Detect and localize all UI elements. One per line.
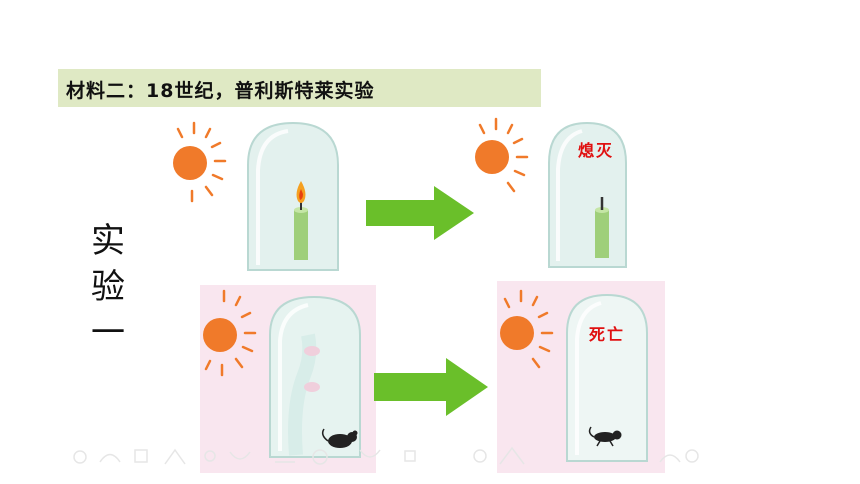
plant-icon [288,333,320,456]
bell-jar-icon [247,121,339,271]
bell-jar-icon [269,295,361,458]
candle-jar-after: 熄灭 [472,115,642,275]
candle-jar-before [170,115,370,275]
extinguished-label: 熄灭 [578,141,615,160]
sun-icon [500,289,554,369]
arrow-candle [366,186,476,244]
mouse-icon [321,428,358,448]
sun-icon [173,121,227,203]
sun-icon [203,289,257,377]
dead-mouse-icon [588,426,622,447]
unlit-candle-icon [595,197,609,258]
sun-icon [475,117,529,193]
side-label-char-1: 实 [91,221,125,261]
bell-jar-icon [566,293,648,462]
side-label-char-3: 一 [91,313,125,353]
page-title: 材料二：18世纪，普利斯特莱实验 [66,80,375,102]
arrow-mouse [374,358,490,420]
dead-label: 死亡 [589,325,626,344]
side-label-char-2: 验 [91,267,125,307]
decorative-doodles [60,442,700,472]
mouse-jar-before [200,285,376,473]
mouse-jar-after: 死亡 [497,281,665,473]
title-bar: 材料二：18世纪，普利斯特莱实验 [58,69,541,107]
lit-candle-icon [294,181,308,260]
experiment-side-label: 实 验 一 [88,218,128,356]
